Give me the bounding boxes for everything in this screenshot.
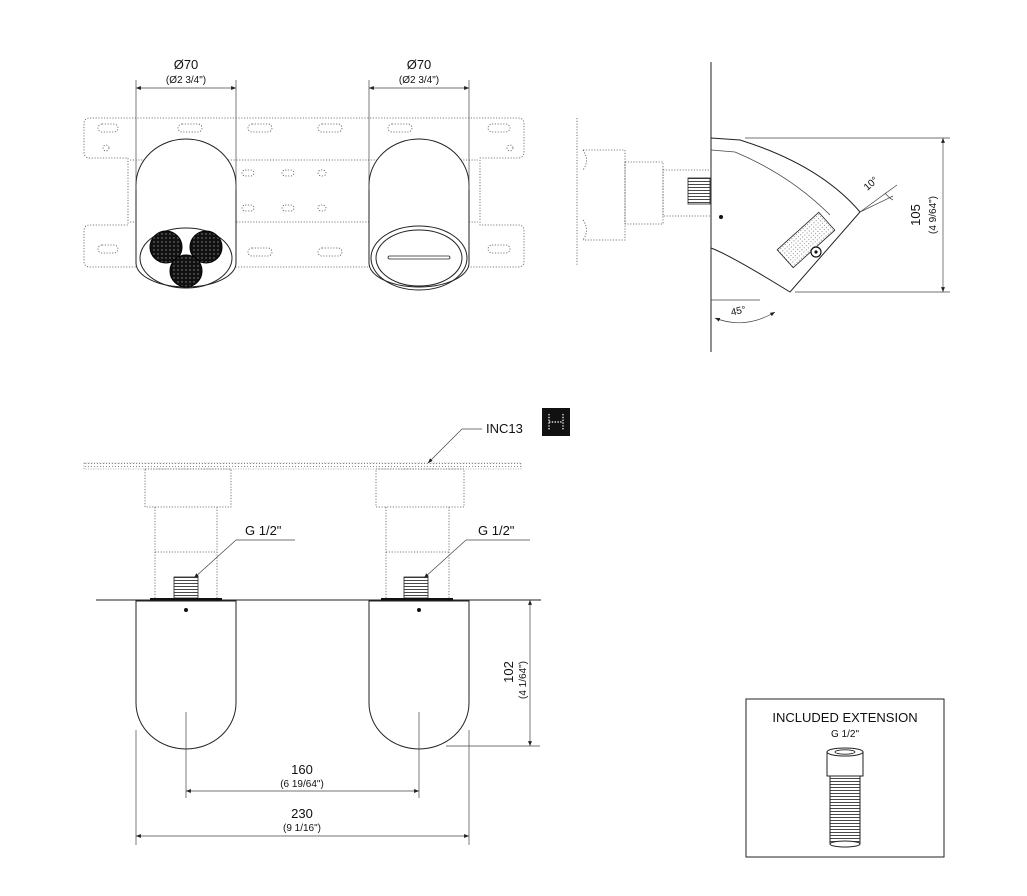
kit-symbol-icon (542, 408, 570, 436)
center-distance-inch-label: (6 19/64") (280, 779, 324, 790)
left-thread-label: G 1/2" (245, 523, 282, 538)
height-dimension: 105 (4 9/64") (745, 137, 950, 293)
projection-dimension: 102 (4 1/64") (446, 600, 540, 747)
left-diameter-dimension: Ø70 (Ø2 3/4") (135, 57, 237, 190)
left-thread-callout: G 1/2" (193, 523, 295, 579)
spout-angle-label: 45° (730, 305, 747, 319)
left-diameter-inch-label: (Ø2 3/4") (166, 75, 206, 86)
center-distance-dimension: 160 (6 19/64") (185, 712, 420, 798)
wall-plate (83, 462, 522, 470)
extension-thread-label: G 1/2" (831, 729, 859, 740)
side-spout (710, 137, 861, 293)
thread-connector (687, 177, 711, 205)
overall-width-inch-label: (9 1/16") (283, 823, 321, 834)
height-label: 105 (908, 204, 923, 226)
left-thread-connector (173, 576, 199, 599)
height-inch-label: (4 9/64") (928, 196, 939, 234)
left-diameter-label: Ø70 (174, 57, 199, 72)
top-view: INC13 (83, 408, 570, 845)
mounting-plate (83, 117, 525, 268)
kit-callout: INC13 (427, 408, 570, 464)
right-spout-front (368, 138, 470, 291)
left-spout-top (135, 598, 237, 750)
right-spout-top (368, 598, 470, 750)
extension-title: INCLUDED EXTENSION (772, 710, 917, 725)
extension-box: INCLUDED EXTENSION G 1/2" (745, 698, 945, 858)
right-diameter-dimension: Ø70 (Ø2 3/4") (368, 57, 470, 190)
overall-width-dimension: 230 (9 1/16") (135, 730, 470, 845)
spout-angle-dimension: 45° (711, 299, 776, 324)
right-thread-label: G 1/2" (478, 523, 515, 538)
right-diameter-inch-label: (Ø2 3/4") (399, 75, 439, 86)
projection-inch-label: (4 1/64") (518, 661, 529, 699)
right-diameter-label: Ø70 (407, 57, 432, 72)
center-distance-label: 160 (291, 762, 313, 777)
right-thread-connector (403, 576, 429, 599)
right-thread-callout: G 1/2" (423, 523, 530, 579)
kit-code-label: INC13 (486, 421, 523, 436)
grille-icon (189, 230, 223, 264)
side-view: 105 (4 9/64") 10° 45° (576, 62, 950, 352)
left-spout-front (135, 138, 237, 289)
extension-nipple-icon (826, 747, 864, 848)
grille-icon (149, 230, 183, 264)
projection-label: 102 (501, 661, 516, 683)
front-view: Ø70 (Ø2 3/4") Ø70 (Ø2 3/4") (83, 57, 525, 291)
tilt-angle-label: 10° (862, 175, 881, 193)
grille-icon (169, 254, 203, 288)
tilt-angle-dimension: 10° (859, 175, 898, 213)
overall-width-label: 230 (291, 806, 313, 821)
